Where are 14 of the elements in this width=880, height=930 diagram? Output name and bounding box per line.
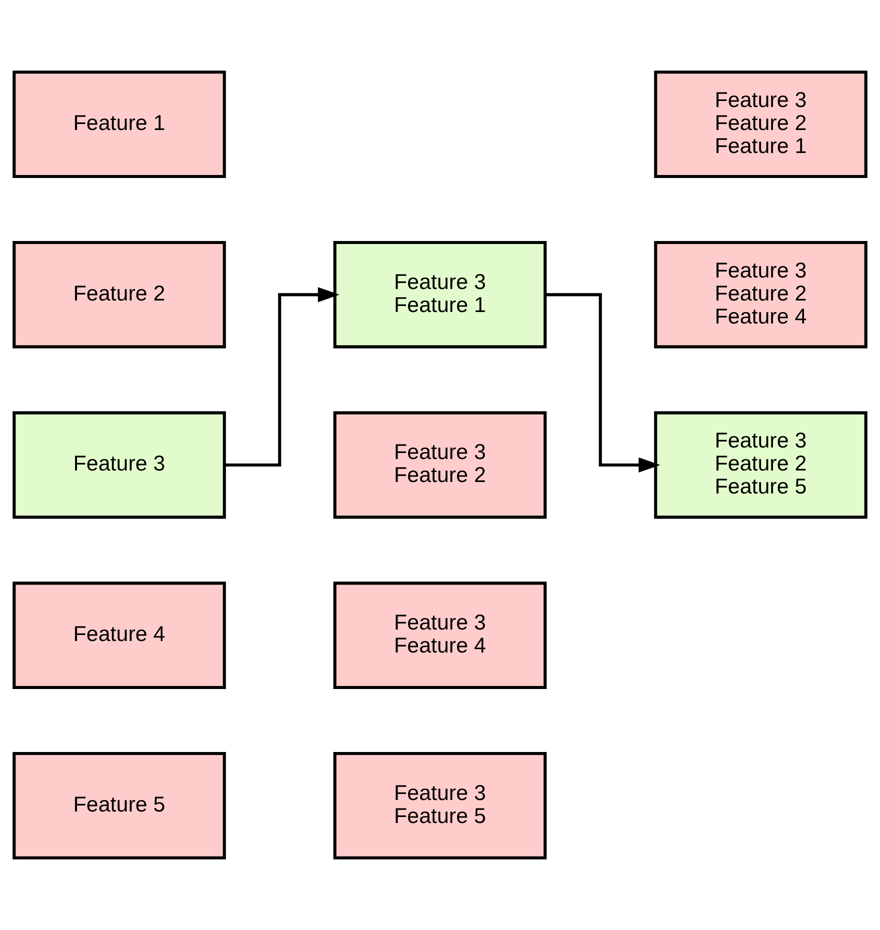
node-box: Feature 3 — [12, 411, 226, 519]
node-box: Feature 1 — [12, 70, 226, 178]
arrow — [224, 287, 340, 467]
node-box: Feature 3 Feature 1 — [333, 240, 547, 348]
node-box: Feature 3 Feature 4 — [333, 582, 547, 690]
node-box: Feature 3 Feature 2 — [333, 411, 547, 519]
node-box: Feature 3 Feature 5 — [333, 752, 547, 860]
node-box: Feature 2 — [12, 240, 226, 348]
node-box: Feature 3 Feature 2 Feature 4 — [654, 240, 868, 348]
node-box: Feature 5 — [12, 752, 226, 860]
arrow — [545, 293, 660, 473]
node-box: Feature 3 Feature 2 Feature 1 — [654, 70, 868, 178]
node-box: Feature 3 Feature 2 Feature 5 — [654, 411, 868, 519]
node-box: Feature 4 — [12, 582, 226, 690]
